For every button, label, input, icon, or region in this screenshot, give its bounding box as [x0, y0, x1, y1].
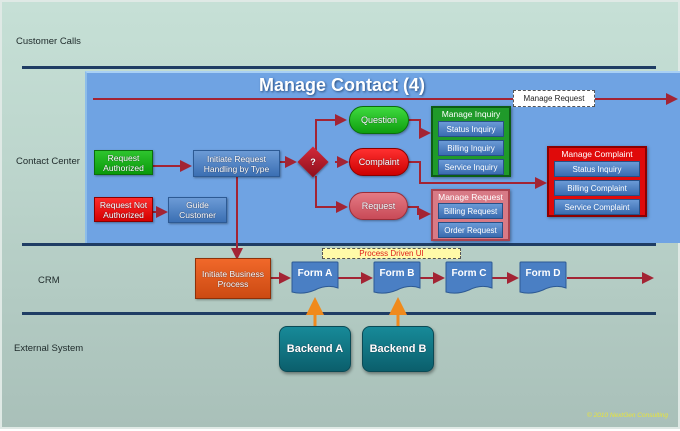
lane-divider	[22, 243, 656, 246]
request-not-authorized-node[interactable]: Request Not Authorized	[94, 197, 153, 222]
guide-customer-node[interactable]: Guide Customer	[168, 197, 227, 223]
group-title: Manage Inquiry	[441, 109, 501, 119]
status-inquiry-item[interactable]: Status Inquiry	[554, 161, 640, 177]
initiate-request-node[interactable]: Initiate Request Handling by Type	[193, 150, 280, 177]
backend-a-node[interactable]: Backend A	[279, 326, 351, 372]
copyright-text: © 2010 NextGen Consulting	[586, 412, 668, 419]
manage-complaint-group: Manage Complaint Status Inquiry Billing …	[547, 146, 647, 217]
form-c-label: Form C	[451, 268, 487, 279]
form-b-label: Form B	[379, 268, 415, 279]
process-driven-ui-note: Process Driven UI	[322, 248, 461, 259]
arrow-request-to-manage-request	[408, 206, 431, 220]
lane-label-customer-calls: Customer Calls	[16, 36, 81, 47]
group-title: Manage Complaint	[561, 149, 633, 159]
panel-title: Manage Contact (4)	[258, 75, 426, 95]
arrow-complaint-to-manage-complaint	[409, 161, 547, 189]
lane-label-external-system: External System	[14, 343, 84, 354]
decision-label: ?	[310, 157, 316, 167]
question-node[interactable]: Question	[349, 106, 409, 134]
manage-inquiry-group: Manage Inquiry Status Inquiry Billing In…	[431, 106, 511, 177]
lane-divider	[22, 312, 656, 315]
arrow-question-to-inquiry	[409, 119, 431, 139]
order-request-item[interactable]: Order Request	[438, 222, 503, 238]
request-authorized-node[interactable]: Request Authorized	[94, 150, 153, 175]
lane-label-contact-center: Contact Center	[16, 156, 80, 167]
billing-request-item[interactable]: Billing Request	[438, 203, 503, 219]
form-a-label: Form A	[297, 268, 333, 279]
form-c[interactable]: Form C	[445, 261, 493, 295]
arrow-decision-to-request	[315, 176, 348, 213]
arrow-decision-to-question	[315, 114, 347, 150]
service-complaint-item[interactable]: Service Complaint	[554, 199, 640, 215]
group-title: Manage Request	[438, 192, 503, 202]
status-inquiry-item[interactable]: Status Inquiry	[438, 121, 504, 137]
request-node[interactable]: Request	[349, 192, 408, 220]
form-d[interactable]: Form D	[519, 261, 567, 295]
manage-request-note: Manage Request	[513, 90, 595, 107]
billing-inquiry-item[interactable]: Billing Inquiry	[438, 140, 504, 156]
manage-request-group: Manage Request Billing Request Order Req…	[431, 189, 510, 241]
backend-b-node[interactable]: Backend B	[362, 326, 434, 372]
form-a[interactable]: Form A	[291, 261, 339, 295]
form-b[interactable]: Form B	[373, 261, 421, 295]
lane-label-crm: CRM	[38, 275, 60, 286]
form-d-label: Form D	[525, 268, 561, 279]
service-inquiry-item[interactable]: Service Inquiry	[438, 159, 504, 175]
complaint-node[interactable]: Complaint	[349, 148, 409, 176]
billing-complaint-item[interactable]: Billing Complaint	[554, 180, 640, 196]
lane-divider	[22, 66, 656, 69]
initiate-business-process-node[interactable]: Initiate Business Process	[195, 258, 271, 299]
